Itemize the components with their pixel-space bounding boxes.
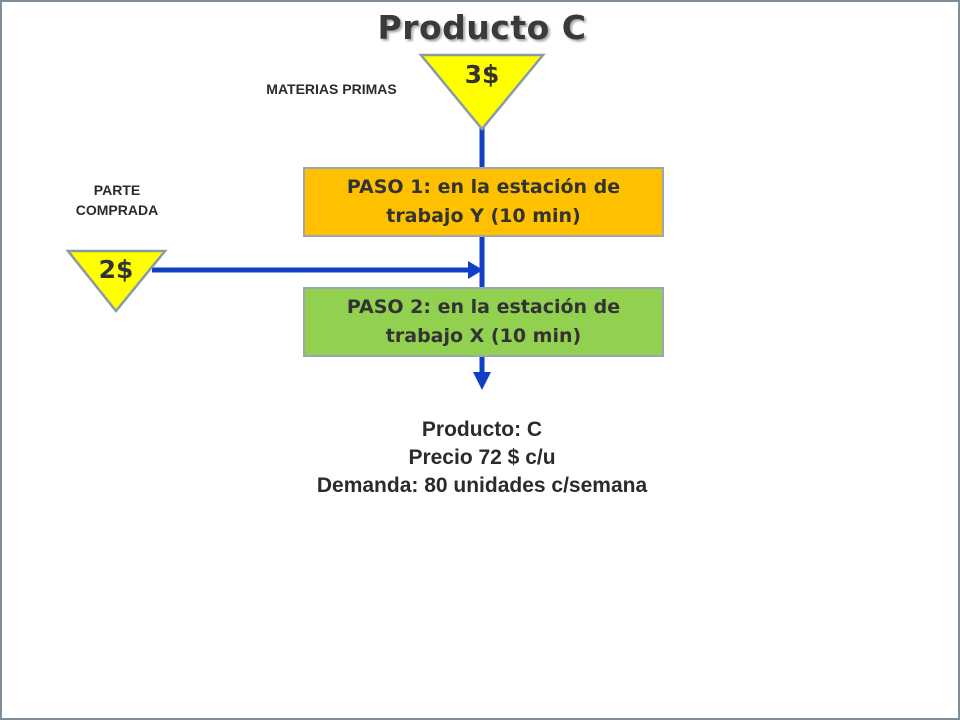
raw-materials-cost: 3$ [464,60,500,89]
raw-materials-triangle [418,53,546,131]
product-info: Producto: C Precio 72 $ c/u Demanda: 80 … [242,416,722,500]
purchased-part-label: PARTE COMPRADA [52,180,182,220]
page-title: Producto C [377,8,587,47]
purchased-part-label-line1: PARTE [93,182,141,198]
arrowhead-purchased-part [468,261,483,279]
step-2-box: PASO 2: en la estación de trabajo X (10 … [303,287,664,357]
product-demand: Demanda: 80 unidades c/semana [316,474,648,497]
purchased-part-cost: 2$ [98,255,134,284]
purchased-part-triangle [65,249,168,313]
purchased-part-label-line2: COMPRADA [75,202,159,218]
product-price: Precio 72 $ c/u [408,446,556,469]
product-name: Producto: C [421,418,543,441]
raw-materials-label: MATERIAS PRIMAS [266,81,397,97]
arrowhead-output [473,372,491,390]
step-1-box: PASO 1: en la estación de trabajo Y (10 … [303,167,664,237]
